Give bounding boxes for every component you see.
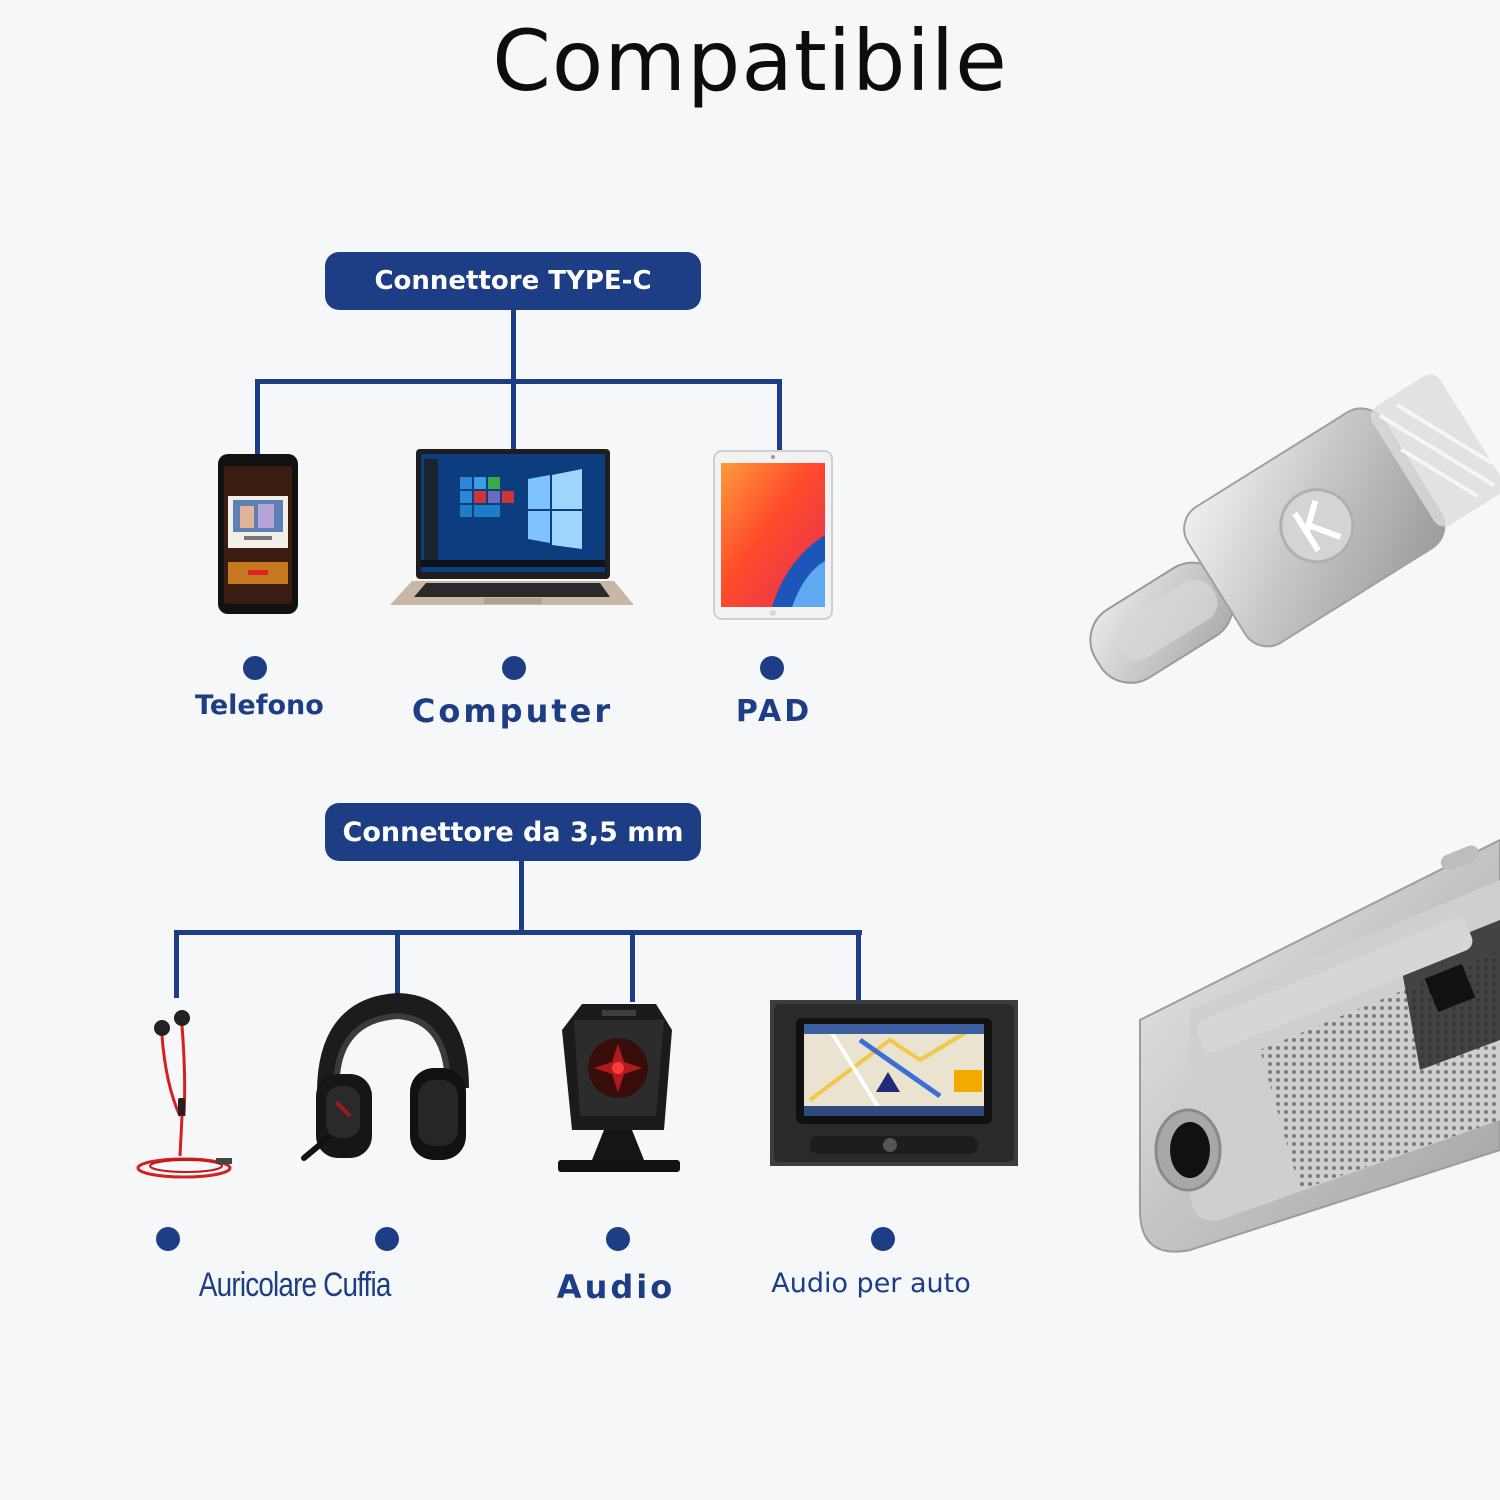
type-c-drop-phone	[255, 379, 260, 455]
speaker-icon	[558, 1004, 680, 1172]
jack-drop-speaker	[630, 930, 635, 1002]
device-label-audio-per-auto: Audio per auto	[771, 1268, 971, 1299]
type-c-branch-line	[255, 379, 782, 384]
bullet-audio	[606, 1227, 630, 1251]
device-label-telefono: Telefono	[195, 690, 324, 721]
smartphone-icon	[218, 454, 298, 614]
type-c-drop-pad	[777, 379, 782, 451]
headset-icon	[301, 992, 469, 1161]
usb-c-adapter-icon	[1089, 374, 1500, 684]
device-label-computer: Computer	[411, 692, 614, 730]
type-c-connector-badge: Connettore TYPE-C	[325, 252, 701, 310]
jack-drop-earphones	[174, 930, 179, 998]
type-c-drop-computer	[511, 379, 516, 451]
jack-drop-car	[856, 930, 861, 1002]
bullet-computer	[502, 656, 526, 680]
laptop-icon	[390, 449, 634, 605]
bullet-telefono	[243, 656, 267, 680]
jack-trunk-line	[519, 861, 524, 933]
device-label-audio: Audio	[556, 1268, 676, 1306]
page-title: Compatibile	[492, 12, 1008, 110]
bullet-car-audio	[871, 1227, 895, 1251]
tablet-icon	[713, 450, 833, 620]
bullet-earphones	[156, 1227, 180, 1251]
bullet-pad	[760, 656, 784, 680]
device-label-pad: PAD	[735, 694, 813, 729]
audio-jack-adapter-icon	[1139, 838, 1500, 1253]
jack-drop-headset	[395, 930, 400, 1002]
type-c-trunk-line	[511, 310, 516, 382]
earphones-icon	[136, 1010, 232, 1179]
jack-branch-line	[174, 930, 862, 935]
device-label-auricolare-cuffia: Auricolare Cuffia	[198, 1266, 391, 1304]
bullet-headset	[375, 1227, 399, 1251]
jack-connector-badge: Connettore da 3,5 mm	[325, 803, 701, 861]
car-navigation-icon	[770, 1000, 1018, 1166]
